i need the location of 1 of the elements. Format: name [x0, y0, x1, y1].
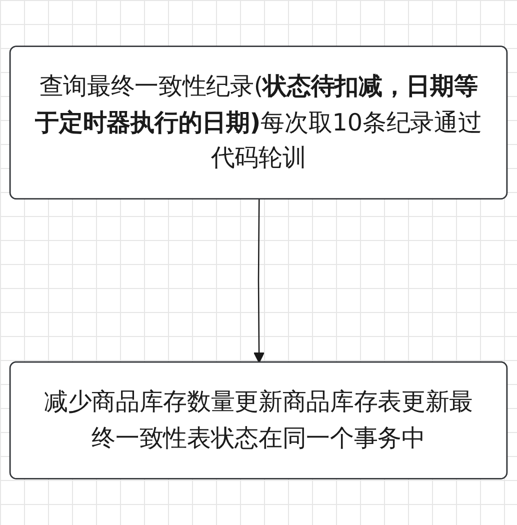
arrow: [254, 199, 265, 364]
